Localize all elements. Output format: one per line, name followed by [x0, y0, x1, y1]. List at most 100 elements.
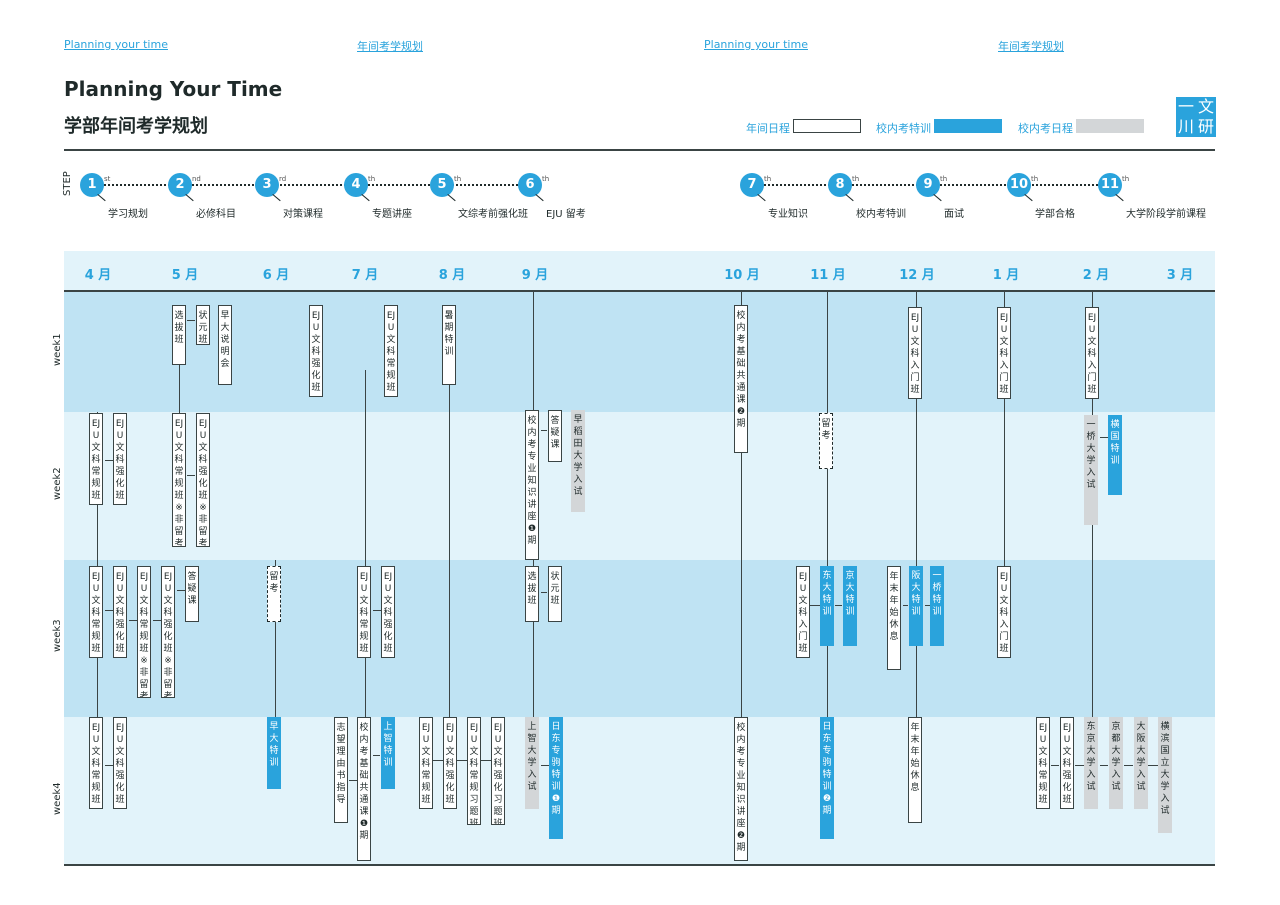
step-number-badge: 5 [430, 173, 454, 197]
week-label: week1 [52, 333, 63, 366]
timeline-line [1004, 292, 1005, 570]
connector-line [835, 605, 842, 606]
month-label: 6 月 [262, 268, 290, 283]
nav-link-planning-2[interactable]: Planning your time [704, 38, 808, 51]
nav-link-planning-zh-2[interactable]: 年间考学规划 [998, 40, 1064, 53]
month-label: 10 月 [724, 268, 760, 283]
schedule-box: 大阪大学入试 [1134, 717, 1148, 809]
week-label: week3 [52, 619, 63, 652]
week-label: week2 [52, 467, 63, 500]
month-label: 8 月 [438, 268, 466, 283]
schedule-box: EJU文科强化班 [113, 717, 127, 809]
schedule-box: EJU文科强化班 [309, 305, 323, 397]
schedule-box: 状元班 [196, 305, 210, 345]
step-name: 校内考特训 [856, 209, 906, 220]
logo-char: 文 [1197, 97, 1214, 116]
step-number-badge: 10 [1007, 173, 1031, 197]
step-ordinal-suffix: th [1122, 175, 1130, 183]
step-pointer [933, 194, 942, 202]
legend-label-special: 校内考特训 [876, 122, 931, 135]
connector-line [349, 780, 358, 781]
month-label: 3 月 [1166, 268, 1194, 283]
step-pointer [757, 194, 766, 202]
step-ordinal-suffix: th [764, 175, 772, 183]
schedule-box: EJU文科强化班 [113, 413, 127, 505]
connector-line [373, 755, 380, 756]
step-ordinal-suffix: nd [192, 175, 201, 183]
step-pointer [845, 194, 854, 202]
timeline-line [741, 292, 742, 720]
step-ordinal-suffix: th [542, 175, 550, 183]
month-label: 2 月 [1082, 268, 1110, 283]
step-ordinal-suffix: th [940, 175, 948, 183]
month-label: 9 月 [521, 268, 549, 283]
step-number-badge: 9 [916, 173, 940, 197]
connector-line [808, 605, 820, 606]
legend-swatch-white [793, 119, 861, 133]
step-pointer [447, 194, 456, 202]
calendar-top-rule [64, 290, 1215, 292]
week-band-4 [64, 717, 1215, 864]
schedule-box: EJU文科强化班 [443, 717, 457, 809]
schedule-box: 京大特训 [843, 566, 857, 646]
connector-line [187, 320, 195, 321]
month-label: 5 月 [171, 268, 199, 283]
schedule-box: 阪大特训 [909, 566, 923, 646]
step-name: 对策课程 [283, 209, 323, 220]
legend-swatch-blue [934, 119, 1002, 133]
step-ordinal-suffix: th [368, 175, 376, 183]
legend-swatch-gray [1076, 119, 1144, 133]
schedule-box: EJU文科入门班 [997, 307, 1011, 399]
step-name: 面试 [944, 209, 964, 220]
schedule-box: EJU文科常规班 [89, 717, 103, 809]
step-name: 专题讲座 [372, 209, 412, 220]
week-band-1 [64, 292, 1215, 412]
month-label: 12 月 [899, 268, 935, 283]
page-subtitle: 学部年间考学规划 [64, 116, 208, 137]
step-number-badge: 1 [80, 173, 104, 197]
step-ordinal-suffix: rd [279, 175, 287, 183]
schedule-box: EJU文科入门班 [796, 566, 810, 658]
schedule-box: 上智大学入试 [525, 717, 539, 809]
step-label: STEP [62, 171, 73, 196]
connector-line [1051, 765, 1059, 766]
step-number-badge: 8 [828, 173, 852, 197]
month-label: 11 月 [810, 268, 846, 283]
schedule-box: 年末年始休息 [887, 566, 901, 670]
connector-line [373, 610, 381, 611]
schedule-box: 东京大学入试 [1084, 717, 1098, 809]
connector-line [1148, 765, 1158, 766]
schedule-box: 京都大学入试 [1109, 717, 1123, 809]
schedule-box: EJU文科强化习题班 [491, 717, 505, 825]
schedule-box: 校内考基础共通课❶期 [357, 717, 371, 861]
connector-line [1100, 765, 1108, 766]
connector-line [129, 620, 137, 621]
step-name: 大学阶段学前课程 [1126, 209, 1206, 220]
step-ordinal-suffix: th [454, 175, 462, 183]
schedule-box: EJU文科强化班※非留考 [161, 566, 175, 698]
schedule-box: EJU文科强化班※非留考 [196, 413, 210, 547]
step-number-badge: 6 [518, 173, 542, 197]
schedule-box: EJU文科常规班 [419, 717, 433, 809]
connector-line [105, 460, 113, 461]
step-ordinal-suffix: th [852, 175, 860, 183]
connector-line [433, 760, 443, 761]
step-name: EJU 留考 [546, 209, 586, 220]
connector-line [541, 430, 547, 431]
connector-line [481, 760, 491, 761]
schedule-box: 早稻田大学入试 [571, 410, 585, 512]
nav-link-planning[interactable]: Planning your time [64, 38, 168, 51]
nav-link-planning-zh[interactable]: 年间考学规划 [357, 40, 423, 53]
schedule-box: 校内考专业知识讲座❶期 [525, 410, 539, 560]
step-pointer [535, 194, 544, 202]
step-number-badge: 4 [344, 173, 368, 197]
schedule-box: 留考 [819, 413, 833, 469]
header-divider [64, 149, 1215, 151]
logo: 一 文 川 研 [1176, 97, 1216, 137]
logo-char: 一 [1177, 97, 1194, 116]
connector-line [925, 605, 930, 606]
step-pointer [1115, 194, 1124, 202]
schedule-box: 志望理由书指导 [334, 717, 348, 823]
schedule-box: 答疑课 [548, 410, 562, 462]
connector-line [457, 760, 467, 761]
